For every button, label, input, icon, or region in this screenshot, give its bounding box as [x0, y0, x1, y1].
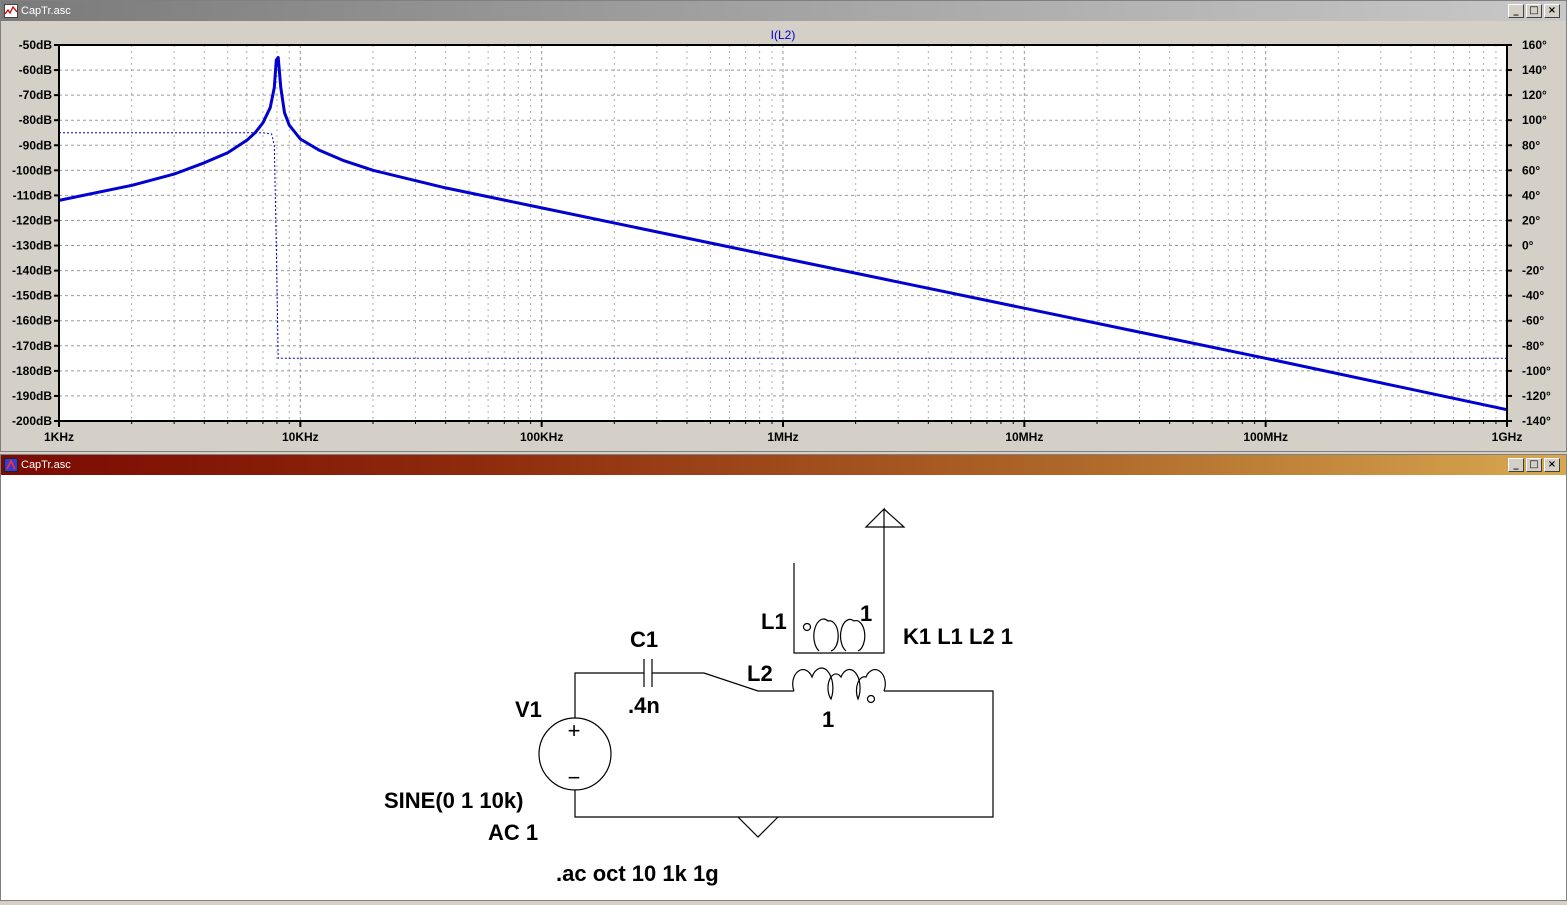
y-left-tick-label: -70dB	[19, 88, 53, 102]
y-right-tick-label: -80°	[1522, 339, 1544, 353]
y-right-tick-label: 0°	[1522, 239, 1534, 253]
minimize-button[interactable]: _	[1508, 458, 1524, 472]
output-port-symbol[interactable]	[864, 507, 906, 545]
y-left-tick-label: -140dB	[12, 264, 52, 278]
l1-label[interactable]: L1	[761, 609, 787, 634]
chart-series	[58, 56, 1508, 412]
close-button[interactable]: ×	[1544, 4, 1560, 18]
minimize-button[interactable]: _	[1508, 4, 1524, 18]
v1-ac-value[interactable]: AC 1	[488, 820, 538, 845]
x-tick-label: 100KHz	[520, 430, 563, 444]
magnitude-trace[interactable]	[58, 56, 1508, 412]
y-right-tick-label: 80°	[1522, 138, 1540, 152]
y-left-tick-label: -160dB	[12, 314, 52, 328]
phase-trace[interactable]	[59, 132, 1507, 359]
restore-button[interactable]: □	[1526, 458, 1542, 472]
y-left-tick-label: -150dB	[12, 289, 52, 303]
y-left-tick-label: -50dB	[19, 38, 53, 52]
y-left-tick-label: -80dB	[19, 113, 53, 127]
c1-value[interactable]: .4n	[628, 693, 660, 718]
ground-symbol[interactable]	[737, 816, 779, 838]
y-right-tick-label: -20°	[1522, 264, 1544, 278]
restore-button[interactable]: □	[1526, 4, 1542, 18]
c1-symbol[interactable]	[643, 659, 653, 687]
l1-wire[interactable]	[793, 545, 885, 654]
x-tick-label: 1KHz	[44, 430, 74, 444]
y-left-tick-label: -100dB	[12, 163, 52, 177]
chart-ticks: 1KHz 10KHz 100KHz 1MHz 10MHz 100MHz 1GHz -50dB -…	[12, 38, 1551, 444]
v1-minus-sign: −	[568, 765, 581, 790]
close-button[interactable]: ×	[1544, 458, 1560, 472]
plot-window-title: CapTr.asc	[21, 5, 71, 17]
y-right-tick-label: 20°	[1522, 213, 1540, 227]
l1-dot	[802, 622, 812, 632]
y-right-tick-label: 60°	[1522, 163, 1540, 177]
y-left-tick-label: -60dB	[19, 63, 53, 77]
schematic-window-title: CapTr.asc	[21, 459, 71, 471]
y-right-tick-label: 140°	[1522, 63, 1547, 77]
c1-label[interactable]: C1	[630, 627, 658, 652]
x-tick-label: 100MHz	[1243, 430, 1288, 444]
plot-window-titlebar[interactable]: CapTr.asc _ □ ×	[1, 1, 1566, 21]
y-left-tick-label: -110dB	[13, 188, 53, 202]
y-left-tick-label: -180dB	[12, 364, 52, 378]
l2-winding[interactable]	[792, 667, 886, 701]
y-left-tick-label: -190dB	[12, 389, 52, 403]
ac-analysis-directive[interactable]: .ac oct 10 1k 1g	[556, 861, 719, 886]
l2-dot	[866, 694, 876, 704]
y-right-tick-label: 40°	[1522, 188, 1540, 202]
l2-value[interactable]: 1	[822, 707, 834, 732]
y-right-tick-label: -60°	[1522, 314, 1544, 328]
l2-label[interactable]: L2	[747, 661, 773, 686]
y-left-tick-label: -200dB	[12, 414, 52, 428]
y-right-tick-label: -120°	[1522, 389, 1551, 403]
x-tick-label: 1MHz	[767, 430, 798, 444]
schematic-icon	[4, 458, 18, 472]
y-left-tick-label: -130dB	[12, 239, 52, 253]
y-left-tick-label: -120dB	[12, 213, 52, 227]
y-right-tick-label: 100°	[1522, 113, 1547, 127]
wire-v1-c1[interactable]	[574, 672, 644, 718]
waveform-icon	[4, 4, 18, 18]
waveform-chart[interactable]: 1KHz 10KHz 100KHz 1MHz 10MHz 100MHz 1GHz -50dB -…	[1, 21, 1566, 451]
y-right-tick-label: -40°	[1522, 289, 1544, 303]
v1-label[interactable]: V1	[515, 697, 542, 722]
x-tick-label: 10MHz	[1005, 430, 1043, 444]
coupling-directive[interactable]: K1 L1 L2 1	[903, 624, 1013, 649]
y-left-tick-label: -170dB	[12, 339, 52, 353]
trace-label[interactable]: I(L2)	[771, 28, 796, 42]
y-left-tick-label: -90dB	[19, 138, 53, 152]
l1-value[interactable]: 1	[860, 601, 872, 626]
l1-winding[interactable]	[813, 618, 866, 652]
y-right-tick-label: 120°	[1522, 88, 1547, 102]
schematic-drawing[interactable]: + − L1 1 K1 L1 L2 1 C1 .4n L2 1 V1 SINE(…	[1, 475, 1566, 900]
wire-l2-ground[interactable]	[574, 690, 994, 818]
plot-window[interactable]: CapTr.asc _ □ × 1KHz 10KHz 100KHz 1MHz 10MHz…	[0, 0, 1567, 452]
v1-plus-sign: +	[568, 718, 581, 743]
v1-sine-value[interactable]: SINE(0 1 10k)	[384, 788, 523, 813]
plot-area[interactable]: 1KHz 10KHz 100KHz 1MHz 10MHz 100MHz 1GHz -50dB -…	[1, 21, 1566, 451]
schematic-canvas[interactable]: + − L1 1 K1 L1 L2 1 C1 .4n L2 1 V1 SINE(…	[1, 475, 1566, 900]
y-right-tick-label: -100°	[1522, 364, 1551, 378]
x-tick-label: 10KHz	[282, 430, 319, 444]
wire-c1-l2[interactable]	[652, 672, 794, 692]
schematic-window-titlebar[interactable]: CapTr.asc _ □ ×	[1, 455, 1566, 475]
y-right-tick-label: -140°	[1522, 414, 1551, 428]
x-tick-label: 1GHz	[1492, 430, 1523, 444]
y-right-tick-label: 160°	[1522, 38, 1547, 52]
schematic-window[interactable]: CapTr.asc _ □ ×	[0, 454, 1567, 901]
